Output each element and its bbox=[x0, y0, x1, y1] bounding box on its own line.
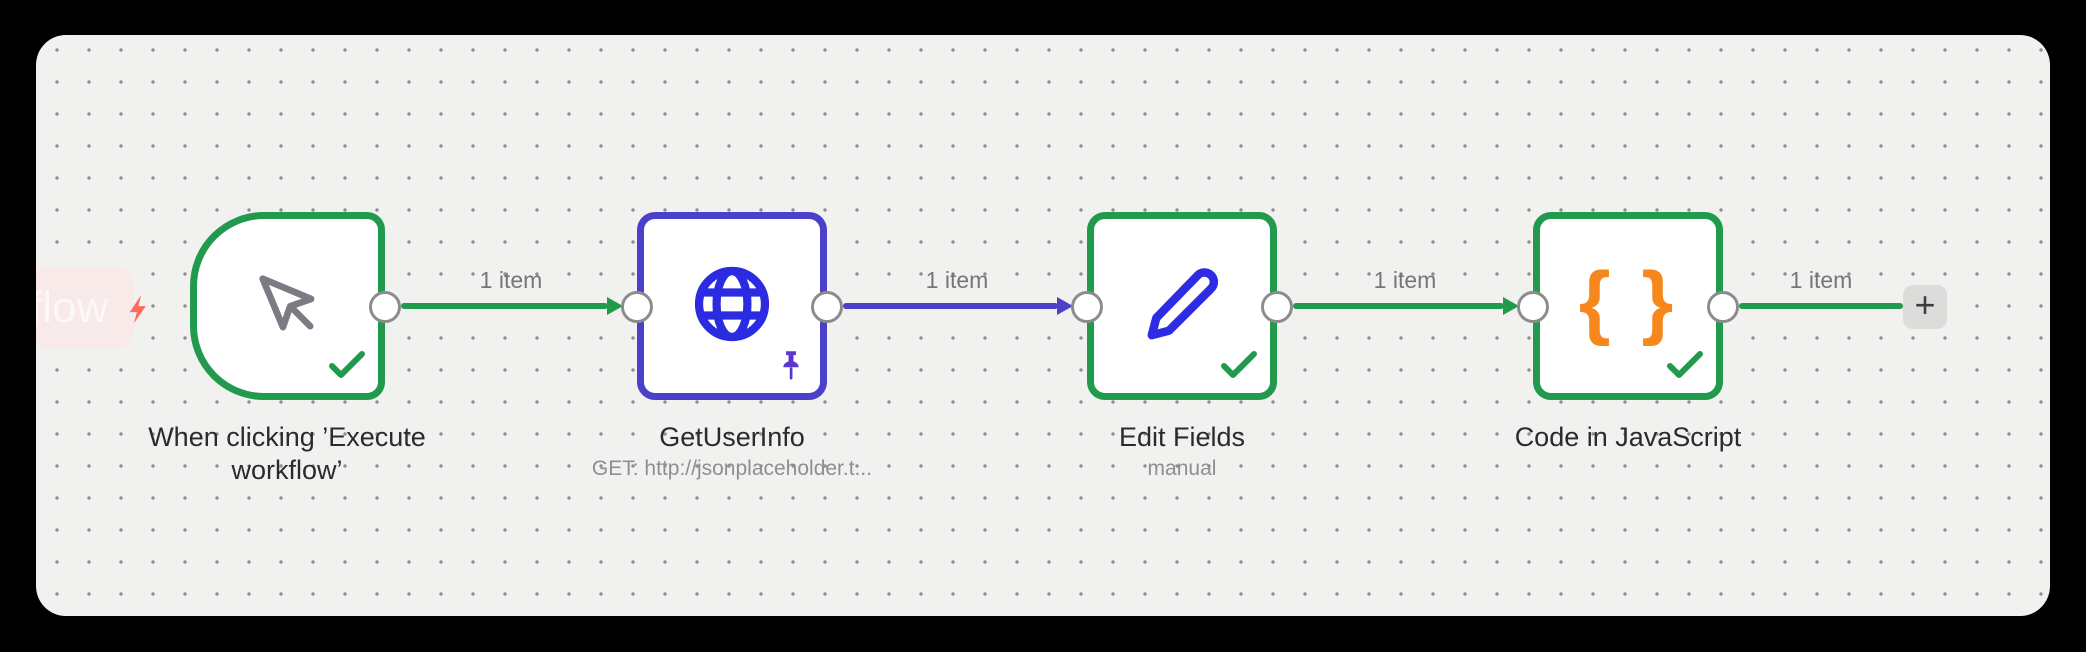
connection-code-to-add[interactable]: 1 item bbox=[1739, 267, 1903, 309]
plus-icon: + bbox=[1914, 284, 1936, 325]
connection-line bbox=[401, 303, 608, 309]
connection-getuserinfo-to-editfields[interactable]: 1 item bbox=[843, 267, 1073, 315]
node-subtitle-edit-fields: manual bbox=[1147, 457, 1217, 480]
pencil-icon bbox=[1143, 265, 1221, 348]
add-node-button[interactable]: + bbox=[1903, 285, 1947, 329]
output-port-edit-fields[interactable] bbox=[1261, 291, 1293, 323]
connection-items-label: 1 item bbox=[1789, 267, 1853, 293]
globe-icon bbox=[689, 261, 775, 352]
connection-items-label: 1 item bbox=[479, 267, 543, 293]
connection-items-label: 1 item bbox=[1373, 267, 1437, 293]
connection-editfields-to-code[interactable]: 1 item bbox=[1293, 267, 1519, 315]
node-getuserinfo[interactable] bbox=[637, 212, 827, 400]
lightning-bolt-icon bbox=[122, 292, 156, 331]
workflow-canvas[interactable]: flow 1 item bbox=[36, 35, 2050, 616]
pin-icon bbox=[776, 350, 806, 387]
connection-items-label: 1 item bbox=[925, 267, 989, 293]
connection-line bbox=[1293, 303, 1504, 309]
partial-flow-label: flow bbox=[36, 283, 109, 332]
connection-arrowhead-icon bbox=[1503, 297, 1519, 315]
input-port-edit-fields[interactable] bbox=[1071, 291, 1103, 323]
output-port-getuserinfo[interactable] bbox=[811, 291, 843, 323]
curly-braces-icon: { } bbox=[1578, 256, 1678, 347]
partial-flow-button[interactable]: flow bbox=[36, 268, 134, 348]
output-port-code[interactable] bbox=[1707, 291, 1739, 323]
node-subtitle-getuserinfo: GET: http://jsonplaceholder.t... bbox=[591, 457, 873, 480]
success-check-icon bbox=[327, 350, 367, 385]
node-title-code: Code in JavaScript bbox=[1514, 422, 1742, 452]
input-port-getuserinfo[interactable] bbox=[621, 291, 653, 323]
connection-line bbox=[1739, 303, 1903, 309]
success-check-icon bbox=[1219, 350, 1259, 385]
mouse-pointer-icon bbox=[250, 266, 326, 347]
connection-arrowhead-icon bbox=[607, 297, 623, 315]
node-title-edit-fields: Edit Fields bbox=[1118, 422, 1246, 452]
node-title-trigger: When clicking ’Execute workflow’ bbox=[148, 422, 426, 485]
node-title-getuserinfo: GetUserInfo bbox=[659, 422, 805, 452]
connection-line bbox=[843, 303, 1058, 309]
node-edit-fields[interactable] bbox=[1087, 212, 1277, 400]
node-code-in-javascript[interactable]: { } bbox=[1533, 212, 1723, 400]
connection-arrowhead-icon bbox=[1057, 297, 1073, 315]
input-port-code[interactable] bbox=[1517, 291, 1549, 323]
success-check-icon bbox=[1665, 350, 1705, 385]
connection-trigger-to-getuserinfo[interactable]: 1 item bbox=[401, 267, 623, 315]
output-port-trigger[interactable] bbox=[369, 291, 401, 323]
node-when-clicking-execute-workflow[interactable] bbox=[190, 212, 385, 400]
